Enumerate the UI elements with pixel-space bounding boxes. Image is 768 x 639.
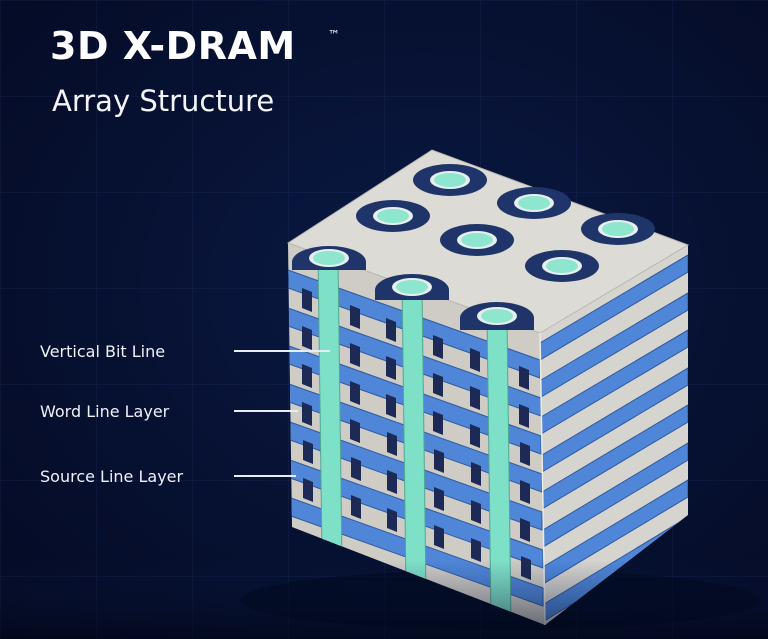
pillar xyxy=(581,213,655,245)
pillar xyxy=(497,187,571,219)
bit-line-2 xyxy=(401,281,427,595)
leader-line-word-line-layer xyxy=(234,410,298,412)
pillar xyxy=(375,274,449,300)
cube-top-face xyxy=(286,149,690,334)
page-title: 3D X-DRAM xyxy=(50,24,296,68)
floor-fade xyxy=(0,560,768,639)
leader-line-source-line-layer xyxy=(234,475,296,477)
pillar xyxy=(292,246,366,270)
bit-line-1 xyxy=(317,251,343,564)
pillar xyxy=(460,302,534,330)
label-vertical-bit-line: Vertical Bit Line xyxy=(40,342,166,361)
trademark-symbol: ™ xyxy=(328,28,340,42)
pillar xyxy=(440,224,514,256)
label-word-line-layer: Word Line Layer xyxy=(40,402,170,421)
label-source-line-layer: Source Line Layer xyxy=(40,467,184,486)
page-subtitle: Array Structure xyxy=(52,84,275,118)
leader-line-vertical-bit-line xyxy=(234,350,330,352)
pillar xyxy=(356,200,430,232)
vertical-bit-lines xyxy=(317,251,512,625)
pillar xyxy=(413,164,487,196)
pillar xyxy=(525,250,599,282)
top-pillars xyxy=(292,164,655,330)
